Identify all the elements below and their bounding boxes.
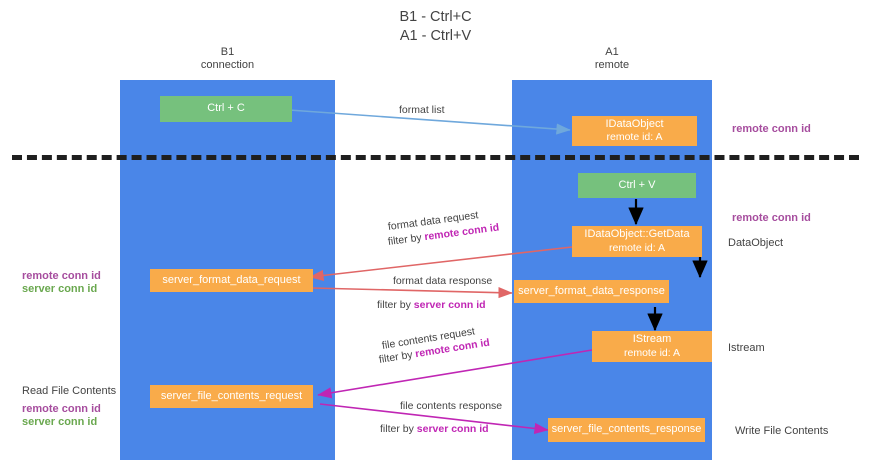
- annotation-left-server-conn-id-2: server conn id: [22, 416, 98, 428]
- lane-header-b1-name: B1: [220, 46, 235, 58]
- lane-header-b1: B1 connection: [120, 46, 335, 72]
- edge-label-file-contents-response-filter: filter by server conn id: [380, 422, 489, 436]
- node-idataobject-line1: IDataObject: [605, 117, 664, 130]
- node-server-file-contents-response[interactable]: server_file_contents_response: [548, 418, 705, 442]
- annotation-left-server-conn-id: server conn id: [22, 283, 98, 295]
- diagram-title: B1 - Ctrl+C A1 - Ctrl+V: [0, 8, 871, 46]
- node-ctrl-v[interactable]: Ctrl + V: [578, 173, 696, 198]
- annotation-left-remote-conn-id-2: remote conn id: [22, 403, 101, 415]
- annotation-remote-conn-id-mid: remote conn id: [732, 212, 811, 224]
- title-line-2: A1 - Ctrl+V: [399, 28, 472, 44]
- annotation-dataobject: DataObject: [728, 237, 784, 249]
- filter-prefix: filter by: [377, 299, 414, 311]
- node-server-file-contents-request[interactable]: server_file_contents_request: [150, 385, 313, 408]
- node-ctrl-c-label: Ctrl + C: [207, 102, 245, 115]
- filter-value-server-conn-id: server conn id: [416, 423, 489, 435]
- edge-label-format-data-response: format data response: [393, 275, 493, 287]
- edge-label-format-list: format list: [399, 104, 445, 116]
- annotation-read-file-contents: Read File Contents: [22, 385, 117, 397]
- node-server-file-contents-response-label: server_file_contents_response: [551, 423, 702, 436]
- edge-label-format-data-response-filter: filter by server conn id: [377, 298, 486, 312]
- node-server-format-data-request-label: server_format_data_request: [162, 273, 301, 286]
- title-line-1: B1 - Ctrl+C: [399, 9, 472, 25]
- node-server-format-data-request[interactable]: server_format_data_request: [150, 269, 313, 292]
- node-istream[interactable]: IStream remote id: A: [592, 331, 712, 362]
- node-getdata-line2: remote id: A: [608, 241, 666, 254]
- node-istream-line1: IStream: [632, 333, 672, 345]
- annotation-write-file-contents: Write File Contents: [735, 425, 829, 437]
- filter-prefix: filter by: [380, 423, 417, 435]
- node-server-format-data-response[interactable]: server_format_data_response: [514, 280, 669, 303]
- annotation-remote-conn-id-top: remote conn id: [732, 123, 811, 135]
- node-ctrl-v-label: Ctrl + V: [618, 178, 656, 191]
- node-istream-line2: remote id: A: [623, 346, 681, 359]
- lane-header-a1: A1 remote: [512, 46, 712, 72]
- node-getdata[interactable]: IDataObject::GetData remote id: A: [572, 226, 702, 257]
- annotation-istream: Istream: [728, 342, 765, 354]
- annotation-left-remote-conn-id: remote conn id: [22, 270, 101, 282]
- node-ctrl-c[interactable]: Ctrl + C: [160, 96, 292, 122]
- filter-value-server-conn-id: server conn id: [413, 299, 486, 311]
- lane-header-b1-sub: connection: [200, 59, 255, 71]
- node-getdata-line1: IDataObject::GetData: [584, 228, 690, 240]
- node-idataobject-line2: remote id: A: [606, 131, 663, 143]
- lane-header-a1-sub: remote: [594, 59, 630, 71]
- node-server-format-data-response-label: server_format_data_response: [518, 284, 665, 297]
- arrow-format-data-response: [311, 287, 513, 299]
- node-idataobject[interactable]: IDataObject remote id: A: [572, 116, 697, 146]
- lane-header-a1-name: A1: [605, 46, 619, 58]
- phase-divider: [12, 155, 859, 160]
- edge-label-file-contents-response: file contents response: [400, 400, 503, 412]
- node-server-file-contents-request-label: server_file_contents_request: [160, 389, 303, 402]
- filter-prefix: filter by: [387, 231, 426, 248]
